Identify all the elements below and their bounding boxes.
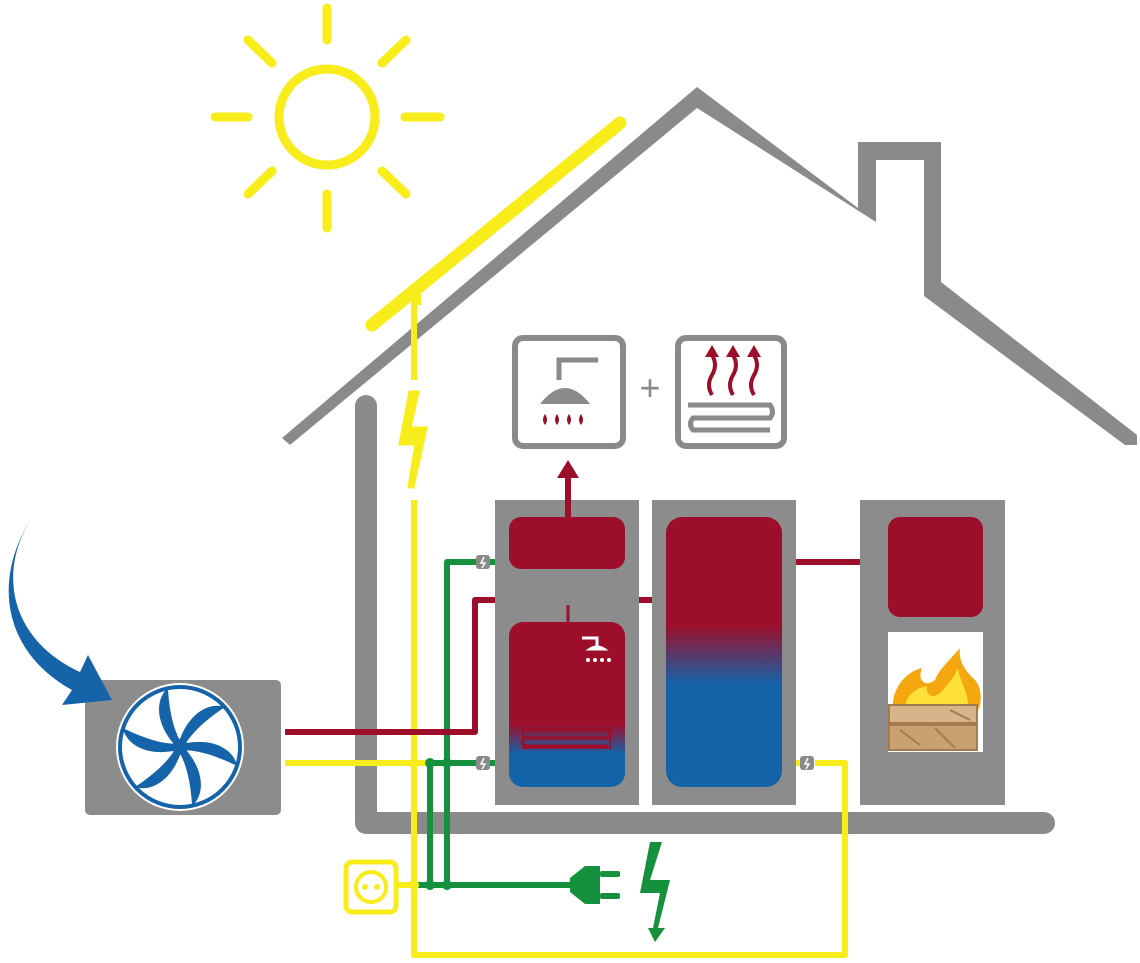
power-plug-icon xyxy=(570,866,620,904)
house-outline xyxy=(282,87,1137,834)
sun-icon xyxy=(210,3,445,233)
left-wall xyxy=(355,395,377,833)
wood-logs xyxy=(888,704,978,751)
lightning-icon xyxy=(398,390,428,489)
heat-pump-unit xyxy=(85,680,281,815)
lightning-icon xyxy=(640,842,670,942)
power-socket-icon xyxy=(343,859,399,915)
shower-icon xyxy=(582,636,611,662)
output-shower-box xyxy=(512,335,626,449)
wood-stove xyxy=(860,500,1005,805)
arrow-up-icon xyxy=(557,460,579,478)
junction-dots xyxy=(409,758,452,890)
radiant-heating-icon xyxy=(675,335,787,449)
buffer-storage-tank xyxy=(652,500,796,805)
plus-sign: + xyxy=(639,367,660,408)
electric-heater-element xyxy=(476,555,814,770)
hot-water-storage-tank xyxy=(495,460,639,805)
floor xyxy=(355,812,1055,834)
fire-icon xyxy=(892,648,981,716)
wind-arrow-icon xyxy=(8,513,112,705)
